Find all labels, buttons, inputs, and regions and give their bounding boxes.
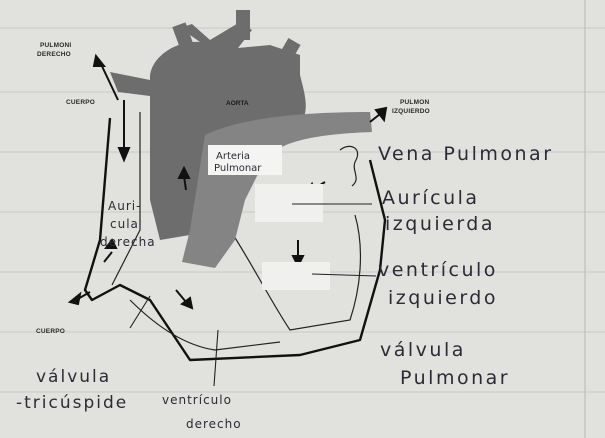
right-ventricle-wall — [130, 300, 280, 350]
hand-arteria-1: Arteria — [216, 151, 250, 162]
hand-valvula-tric-2: -tricúspide — [16, 393, 128, 413]
hand-ventriculo-der-1: ventrículo — [162, 393, 232, 407]
hand-auricula-der-2: cula — [110, 217, 139, 231]
label-cuerpo-bottom: CUERPO — [36, 328, 65, 335]
hand-ventriculo-der-2: derecho — [186, 417, 242, 431]
hand-arteria-2: Pulmonar — [214, 163, 262, 174]
label-pulmon-derecho-1: PULMONI — [40, 42, 71, 49]
label-pulmon-derecho-2: DERECHO — [37, 51, 71, 58]
label-aorta: AORTA — [226, 100, 249, 107]
hand-ventriculo-izq-2: izquierdo — [388, 287, 498, 309]
auricula-blank-box — [255, 184, 323, 222]
hand-vena-pulmonar: Vena Pulmonar — [378, 143, 554, 165]
hand-valvula-tric-1: válvula — [36, 367, 111, 387]
ventriculo-blank-box — [262, 262, 330, 290]
hand-valvula-pulm-2: Pulmonar — [400, 367, 510, 389]
label-cuerpo-top: CUERPO — [66, 99, 95, 106]
hand-auricula-der-3: derecha — [100, 235, 156, 249]
hand-valvula-pulm-1: válvula — [380, 339, 466, 361]
hand-ventriculo-izq-1: ventrículo — [378, 259, 498, 281]
hand-auricula-der-1: Auri- — [108, 199, 141, 213]
label-pulmon-izquierdo-2: IZQUIERDO — [392, 108, 430, 115]
label-pulmon-izquierdo-1: PULMON — [400, 99, 429, 106]
hand-auricula-izq-1: Aurícula — [382, 187, 480, 209]
hand-auricula-izq-2: izquierda — [385, 213, 495, 235]
aorta-branch-2 — [236, 10, 250, 40]
